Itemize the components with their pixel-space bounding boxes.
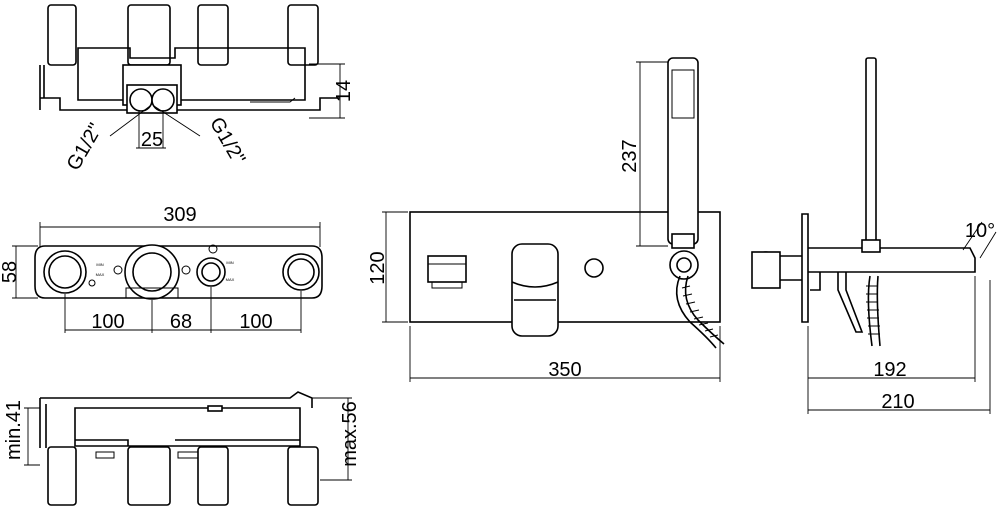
left-inlet-label: G1/2" [63,120,107,175]
overall-length-label: 309 [163,204,196,226]
bottom-view [24,391,352,506]
front-view [382,57,725,382]
side-view [751,57,997,414]
min-depth-label: min.41 [3,400,25,460]
top-height-label: 14 [333,80,355,102]
mark-min-left: MIN [96,262,103,267]
hand-shower-label: 237 [619,139,641,172]
right-inlet-label: G1/2" [205,114,249,169]
mark-max-right: MAX [226,277,235,282]
front-width-label: 350 [548,359,581,381]
body-height-label: 58 [0,261,21,283]
segment-1-label: 100 [91,311,124,333]
middle-view [12,222,323,333]
segment-3-label: 100 [239,311,272,333]
mark-max-left: MAX [96,272,105,277]
mark-min-right: MIN [226,260,233,265]
segment-2-label: 68 [170,311,192,333]
front-height-label: 120 [367,251,389,284]
inlet-spacing-label: 25 [141,129,163,151]
top-view [39,4,345,149]
total-depth-label: 210 [881,391,914,413]
spout-length-label: 192 [873,359,906,381]
max-depth-label: max.56 [339,401,361,467]
tilt-angle-label: 10° [965,220,995,242]
